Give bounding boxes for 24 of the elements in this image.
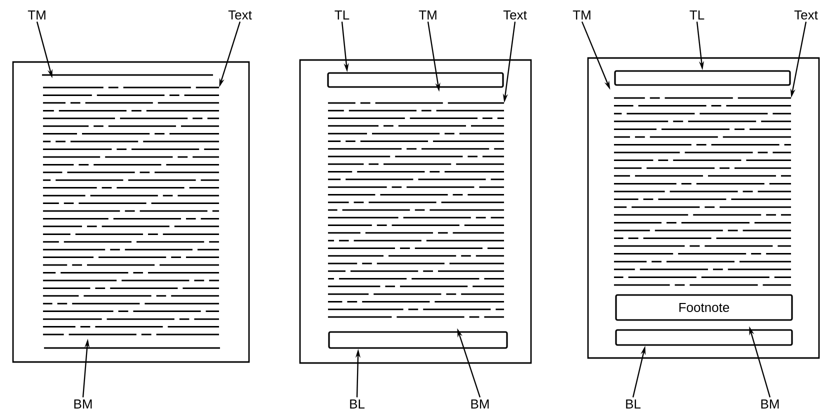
text-lines-drawing bbox=[42, 86, 220, 336]
callout-label: Text bbox=[794, 10, 818, 20]
bar-box bbox=[614, 70, 791, 86]
text-lines-drawing bbox=[613, 97, 792, 286]
callout-label: BM bbox=[471, 400, 489, 408]
callout-label: Text bbox=[228, 10, 252, 20]
page-box bbox=[12, 61, 250, 363]
text-lines-drawing bbox=[327, 102, 505, 318]
callout-label: BM bbox=[74, 400, 92, 408]
callout-label: BL bbox=[350, 400, 365, 408]
page-box bbox=[299, 59, 532, 364]
callout-label: BL bbox=[626, 400, 641, 408]
page-box bbox=[587, 57, 820, 359]
bar-box bbox=[327, 72, 504, 88]
callout-label: Text bbox=[503, 10, 527, 20]
callout-label: TL bbox=[334, 10, 350, 20]
callout-label: TM bbox=[28, 10, 46, 20]
callout-label: TL bbox=[690, 10, 704, 20]
footnote-box: Footnote bbox=[615, 294, 793, 321]
callout-label: TM bbox=[418, 10, 436, 20]
bar-box bbox=[328, 331, 508, 349]
callout-label: BM bbox=[761, 400, 779, 408]
callout-label: TM bbox=[572, 10, 590, 20]
bar-box bbox=[615, 329, 793, 346]
